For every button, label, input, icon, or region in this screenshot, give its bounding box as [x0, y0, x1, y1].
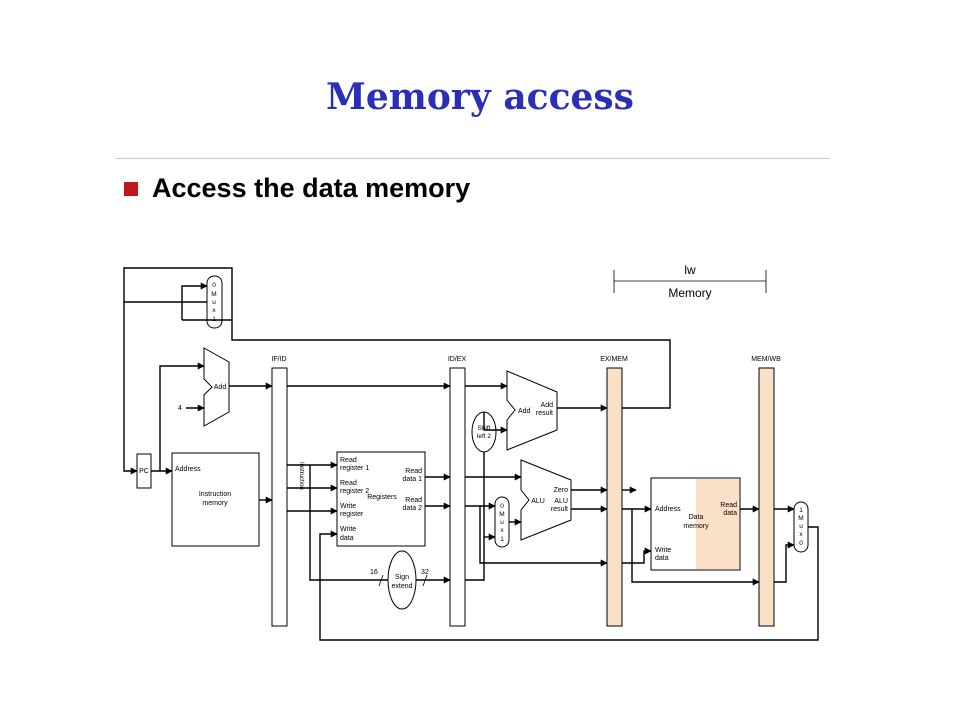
- dmem-read-l2: data: [723, 510, 737, 517]
- branch-target-adder: Add Add result: [506, 370, 558, 451]
- mux-top-m: M: [211, 291, 216, 298]
- add-if-label: Add: [214, 384, 227, 391]
- reg-name-label: Registers: [367, 494, 397, 501]
- mux-alu-x: x: [500, 527, 504, 534]
- if-id-register: IF/ID: [271, 356, 288, 627]
- mux-wb-x: x: [799, 531, 803, 538]
- dmem-write-l2: data: [655, 555, 669, 562]
- bullet-item: Access the data memory: [124, 173, 470, 204]
- reg-write-data-l2: data: [340, 535, 354, 542]
- ex-mem-register: EX/MEM: [600, 356, 628, 627]
- dmem-address-label: Address: [655, 506, 681, 513]
- mux-alu-in1: 1: [500, 536, 504, 543]
- dmem-read-l1: Read: [720, 502, 737, 509]
- imem-name-line1: Instruction: [199, 491, 231, 498]
- reg-read-reg2-l1: Read: [340, 480, 357, 487]
- sign-extend-unit: Sign extend: [387, 550, 417, 610]
- dmem-write-l1: Write: [655, 547, 671, 554]
- pc-label: PC: [139, 468, 149, 475]
- imem-address-label: Address: [175, 466, 201, 473]
- alu-result-l2: result: [551, 506, 568, 513]
- mux-top-u: u: [212, 299, 216, 306]
- add-result-l2: result: [536, 410, 553, 417]
- stage-name-label: Memory: [668, 286, 711, 300]
- reg-write-reg-l1: Write: [340, 503, 356, 510]
- mem-wb-register: MEM/WB: [751, 356, 781, 627]
- alu-name-label: ALU: [531, 498, 545, 505]
- reg-write-data-l1: Write: [340, 526, 356, 533]
- alu-zero-label: Zero: [554, 487, 569, 494]
- mux-top-in0: 0: [212, 282, 216, 289]
- const-four-label: 4: [178, 405, 182, 412]
- if-id-label: IF/ID: [271, 356, 286, 363]
- square-bullet-icon: [124, 181, 138, 196]
- mux-top-x: x: [212, 307, 216, 314]
- sign-extend-out-bits: 32: [421, 569, 429, 576]
- reg-read-reg1-l2: register 1: [340, 465, 369, 472]
- id-ex-label: ID/EX: [448, 356, 467, 363]
- mem-wb-label: MEM/WB: [751, 356, 781, 363]
- pc-increment-adder: Add: [203, 347, 230, 427]
- title-divider: [116, 158, 830, 159]
- reg-write-reg-l2: register: [340, 511, 364, 518]
- data-memory: Address Data memory Read data Write data: [650, 477, 741, 571]
- pc-register: PC: [136, 453, 152, 489]
- pc-source-mux: 0 M u x 1: [206, 275, 223, 329]
- stage-bracket: lw Memory: [613, 263, 767, 300]
- dmem-name-line2: memory: [683, 523, 709, 530]
- mux-wb-in1: 1: [799, 507, 803, 514]
- reg-read-data1-l2: data 1: [403, 476, 423, 483]
- instruction-memory: Address Instruction memory: [171, 452, 260, 547]
- add-branch-label: Add: [518, 408, 531, 415]
- dmem-name-line1: Data: [689, 514, 704, 521]
- mux-wb-u: u: [799, 523, 803, 530]
- shift-left-line2: left 2: [477, 433, 491, 440]
- mux-alu-u: u: [500, 519, 504, 526]
- reg-read-data2-l1: Read: [405, 497, 422, 504]
- reg-read-data2-l2: data 2: [403, 505, 423, 512]
- alu: ALU Zero ALU result: [520, 459, 572, 541]
- mux-wb-m: M: [798, 515, 803, 522]
- alu-source-mux: 0 M u x 1: [494, 496, 510, 548]
- stage-instruction-label: lw: [684, 263, 696, 277]
- mux-wb-in0: 0: [799, 540, 803, 547]
- add-result-l1: Add: [541, 402, 554, 409]
- register-file: Read register 1 Read register 2 Write re…: [336, 451, 426, 547]
- datapath-wires: [123, 267, 819, 641]
- reg-read-reg1-l1: Read: [340, 457, 357, 464]
- write-back-mux: 1 M u x 0: [793, 501, 809, 553]
- reg-read-reg2-l2: register 2: [340, 488, 369, 495]
- mux-alu-m: M: [499, 511, 504, 518]
- imem-name-line2: memory: [202, 500, 228, 507]
- reg-read-data1-l1: Read: [405, 468, 422, 475]
- sign-extend-line2: extend: [391, 583, 412, 590]
- slide-title: Memory access: [326, 76, 634, 118]
- sign-extend-in-bits: 16: [370, 569, 378, 576]
- sign-extend-line1: Sign: [395, 574, 409, 581]
- instruction-bus-label: Instruction: [298, 462, 304, 490]
- ex-mem-label: EX/MEM: [600, 356, 628, 363]
- id-ex-register: ID/EX: [448, 356, 467, 627]
- bullet-text: Access the data memory: [152, 173, 471, 203]
- alu-result-l1: ALU: [554, 498, 568, 505]
- mux-alu-in0: 0: [500, 503, 504, 510]
